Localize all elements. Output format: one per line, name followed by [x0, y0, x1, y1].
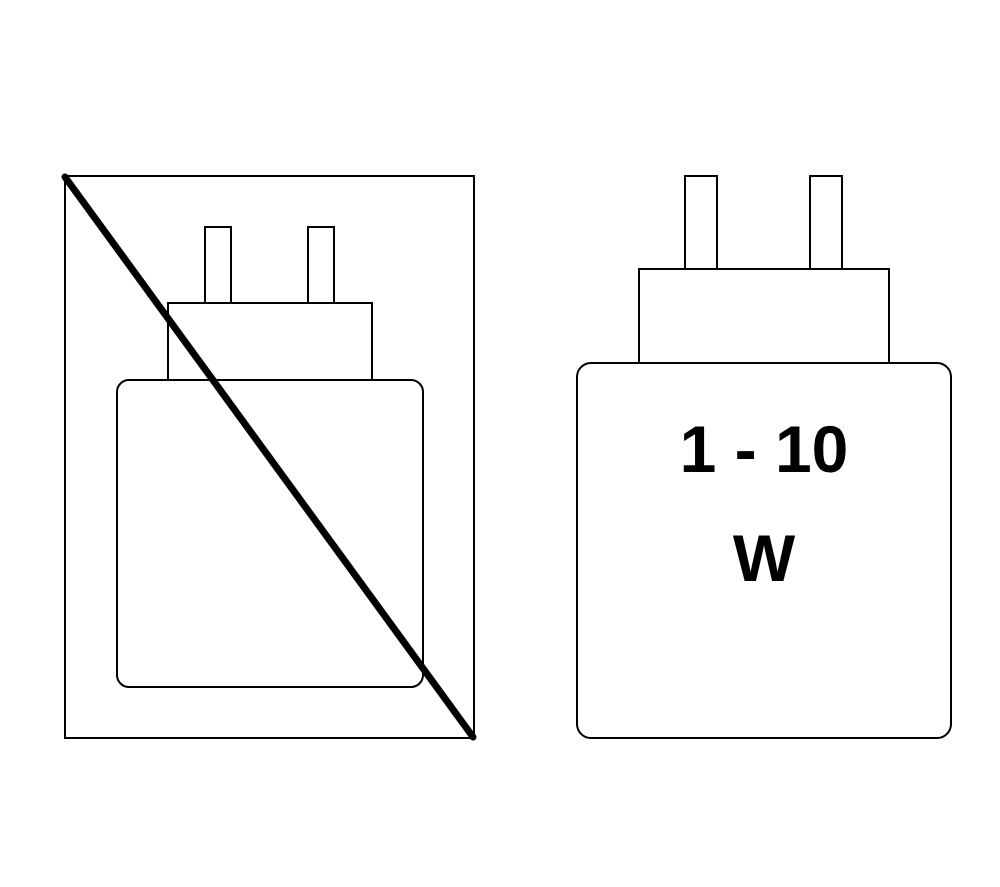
- charger-icon: 1 - 10 W: [576, 175, 952, 739]
- frame-box: [64, 175, 475, 739]
- power-unit-label: W: [733, 521, 796, 595]
- left-prong-right: [307, 226, 335, 305]
- right-charger-body: [576, 362, 952, 739]
- left-prong-left: [204, 226, 232, 305]
- right-plug-head: [638, 268, 890, 364]
- strike-through-line: [61, 173, 477, 741]
- right-prong-right: [809, 175, 843, 271]
- crossed-out-charger-icon: [61, 173, 477, 741]
- right-prong-left: [684, 175, 718, 271]
- power-range-label: 1 - 10: [680, 412, 849, 486]
- left-charger-body: [116, 379, 424, 688]
- left-plug-head: [167, 302, 373, 382]
